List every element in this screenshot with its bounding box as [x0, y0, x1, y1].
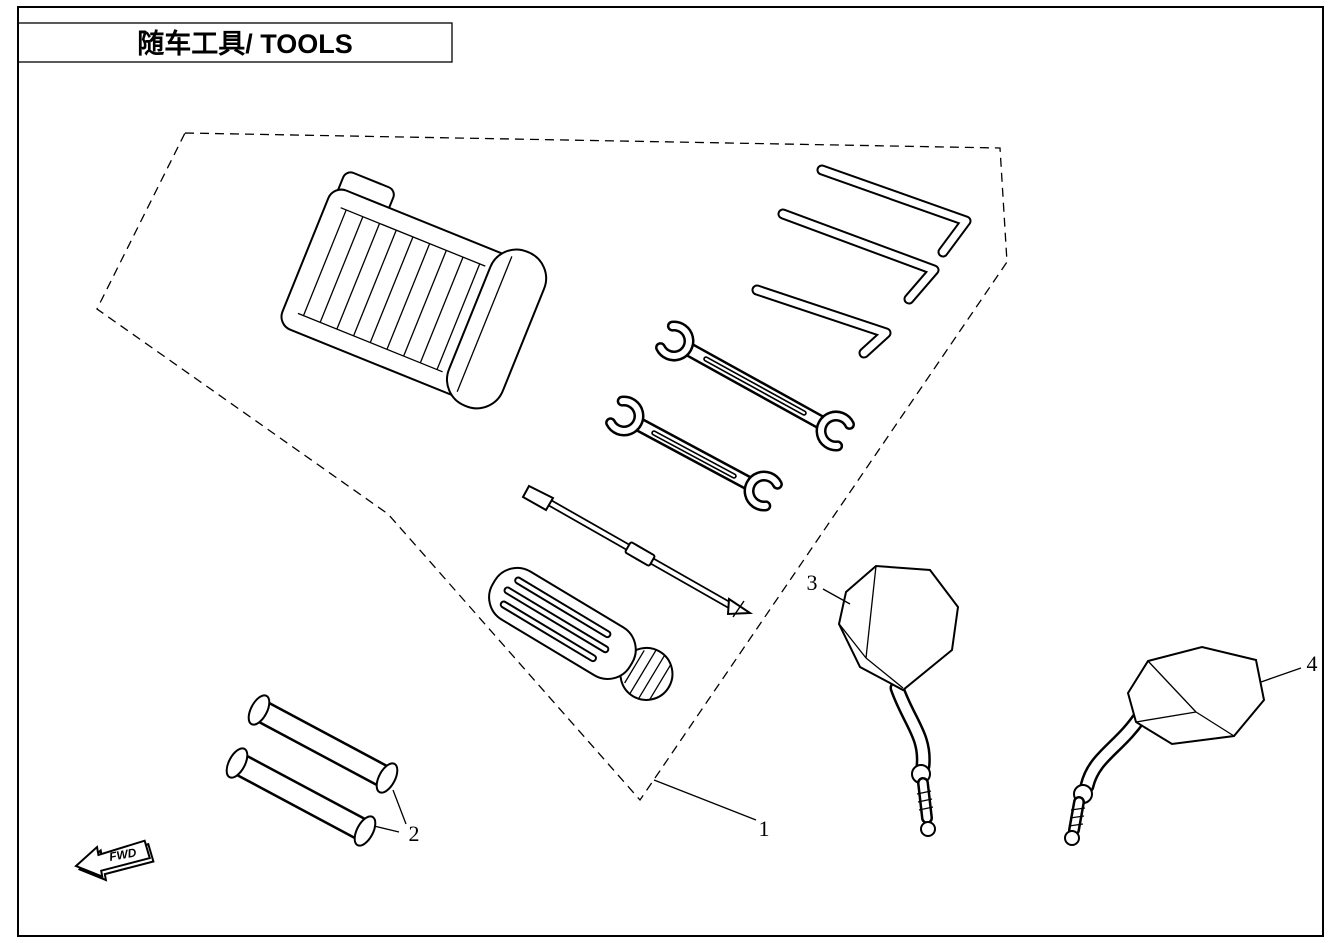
mirror-stud-end: [920, 821, 936, 837]
title-box: [17, 22, 453, 63]
callout-2: 2: [373, 789, 420, 846]
tool-roll: [280, 171, 548, 410]
tool-kit-boundary: [96, 132, 1008, 802]
callout-number-2: 2: [409, 821, 420, 846]
mirror-head: [1126, 645, 1266, 746]
strap-end-cap: [247, 694, 271, 726]
screwdriver-handle: [488, 566, 674, 701]
flat-tip: [521, 484, 555, 512]
callout-number-4: 4: [1307, 651, 1318, 676]
callout-4: 4: [1260, 651, 1318, 683]
hex-bolster: [624, 541, 656, 567]
fwd-label: FWD: [108, 845, 138, 864]
callout-number-3: 3: [807, 570, 818, 595]
leader-line-1: [653, 779, 757, 821]
grip-strap-1: [247, 694, 399, 794]
mirror-right: [1064, 645, 1266, 846]
mirror-left: [837, 564, 960, 837]
handle-flutes: [499, 576, 612, 663]
phillips-tip: [726, 597, 754, 616]
hex-key-2: [777, 208, 940, 305]
mirror-head: [837, 564, 960, 692]
tool-roll-flap: [446, 248, 548, 410]
mirror-stud-end: [1064, 830, 1080, 846]
open-end-wrench-2: [605, 395, 783, 512]
strap-end-cap: [375, 762, 399, 794]
page-title: 随车工具/ TOOLS: [137, 28, 353, 59]
tool-roll-pockets: [302, 209, 481, 370]
leader-line-2: [392, 789, 407, 825]
grip-strap-2: [225, 747, 377, 847]
open-end-wrench-1: [655, 320, 855, 452]
hex-key-3: [751, 284, 892, 359]
callout-1: 1: [653, 779, 770, 841]
screwdriver-blade: [521, 484, 754, 618]
callout-3: 3: [807, 570, 851, 605]
fwd-arrow-body: [74, 839, 151, 879]
leader-line-2b: [373, 825, 400, 833]
leader-line-4: [1260, 667, 1302, 683]
leader-line-3: [822, 588, 851, 605]
page-border: [17, 6, 1324, 937]
fwd-arrow: FWD: [74, 839, 155, 882]
strap-end-cap: [225, 747, 249, 779]
callout-number-1: 1: [759, 816, 770, 841]
hex-key-1: [816, 164, 972, 258]
strap-end-cap: [353, 815, 377, 847]
